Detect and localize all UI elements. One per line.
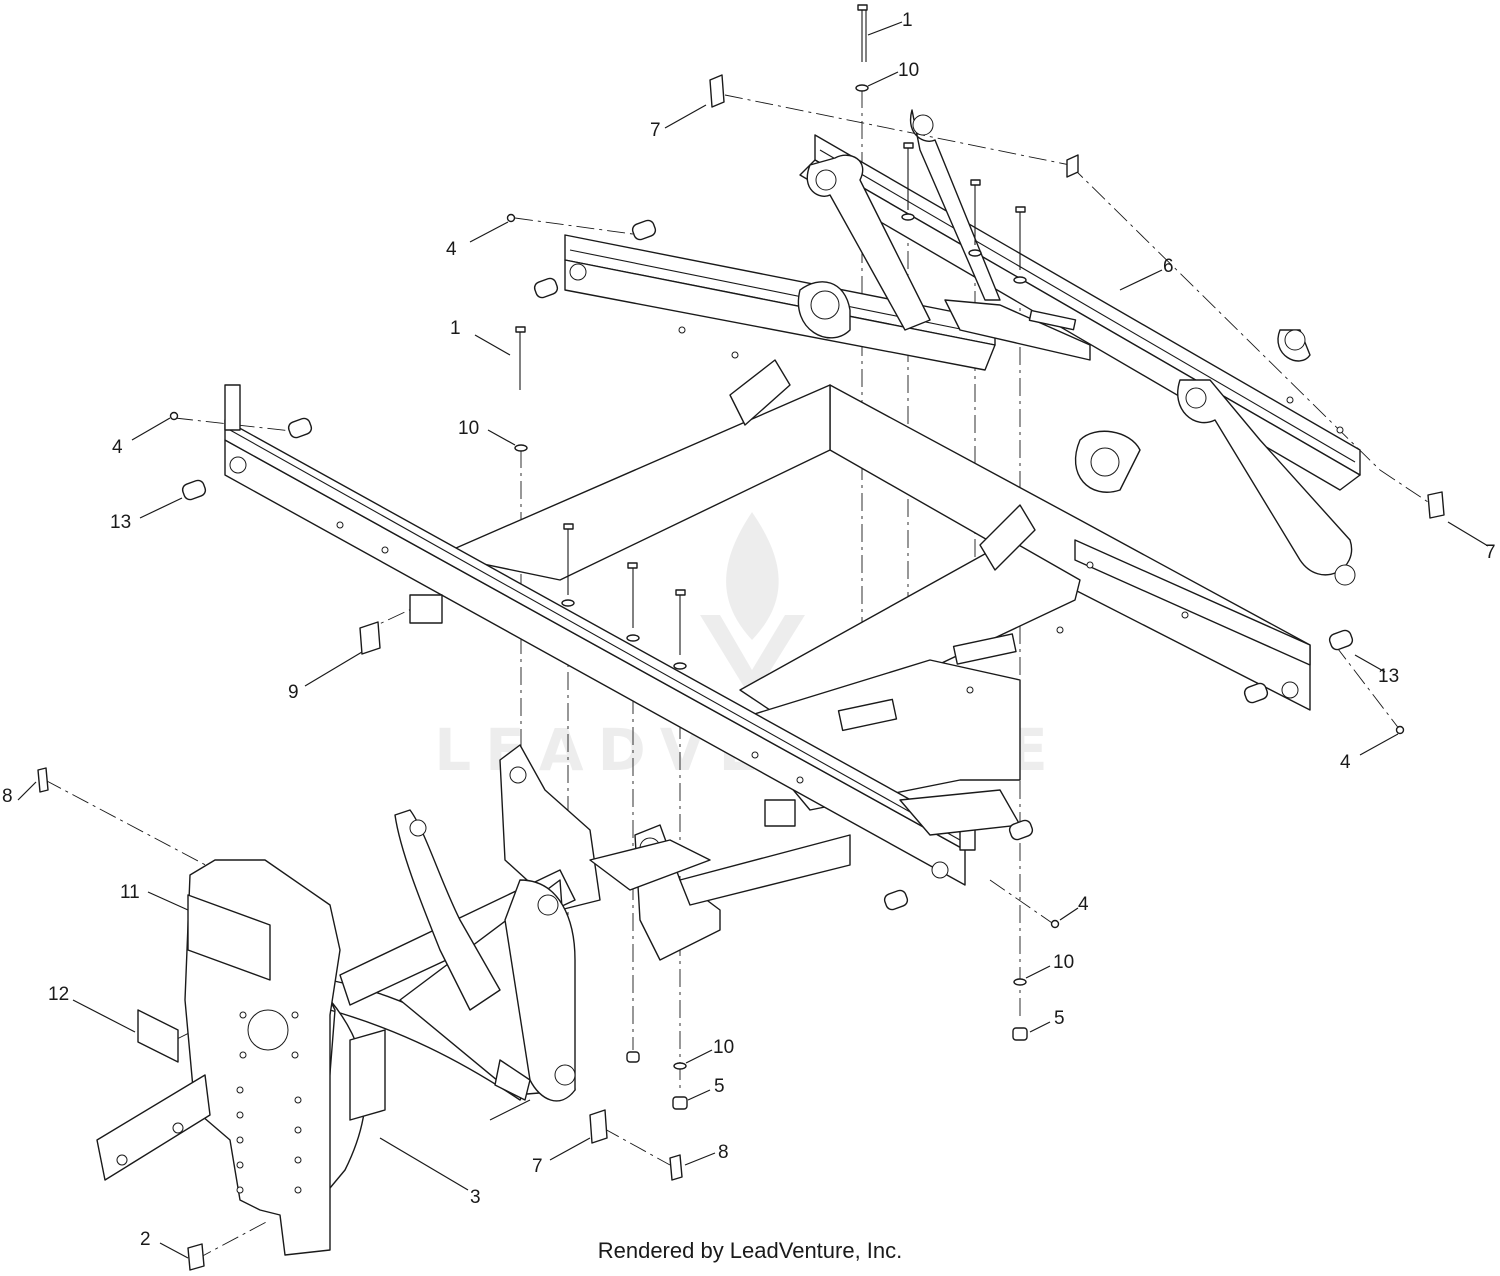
callout-2: 2	[140, 1229, 151, 1250]
decal-12	[137, 1009, 179, 1063]
decal-11	[187, 894, 271, 981]
callout-9: 9	[288, 682, 299, 703]
callout-4: 4	[1078, 894, 1089, 915]
bolt	[515, 4, 1026, 655]
callout-7: 7	[650, 120, 661, 141]
callout-10: 10	[458, 418, 479, 439]
callout-labels: 1 10 7 4 6 1 10 4 13 7 13 9 4 8 11 4 10 …	[2, 10, 1496, 1250]
callout-4: 4	[446, 239, 457, 260]
front-frame-weldment	[319, 809, 576, 1201]
callout-5: 5	[714, 1076, 725, 1097]
callout-4: 4	[1340, 752, 1351, 773]
callout-13: 13	[110, 512, 131, 533]
tube-cap	[37, 74, 1445, 1271]
grease-fitting	[169, 213, 1405, 929]
callout-6: 6	[1163, 256, 1174, 277]
callout-10: 10	[1053, 952, 1074, 973]
callout-5: 5	[1054, 1008, 1065, 1029]
callout-7: 7	[1485, 542, 1496, 563]
callout-8: 8	[2, 786, 13, 807]
washer	[514, 84, 1027, 1070]
front-cross-tube	[224, 384, 976, 886]
callout-4: 4	[112, 437, 123, 458]
mid-deck-brackets	[499, 744, 1021, 961]
callout-10: 10	[898, 60, 919, 81]
callout-1: 1	[902, 10, 913, 31]
callout-11: 11	[120, 882, 140, 903]
nut	[626, 1027, 1028, 1110]
callout-12: 12	[48, 984, 69, 1005]
callout-3: 3	[470, 1187, 481, 1208]
render-credit-caption: Rendered by LeadVenture, Inc.	[597, 1238, 903, 1263]
assembly-lines	[44, 90, 1441, 1261]
bushing	[181, 219, 1354, 911]
callout-10: 10	[713, 1037, 734, 1058]
callout-13: 13	[1378, 666, 1399, 687]
callout-1: 1	[450, 318, 461, 339]
leader-lines	[17, 21, 1489, 1259]
hardware	[37, 4, 1445, 1271]
callout-7: 7	[532, 1156, 543, 1177]
callout-8: 8	[718, 1142, 729, 1163]
